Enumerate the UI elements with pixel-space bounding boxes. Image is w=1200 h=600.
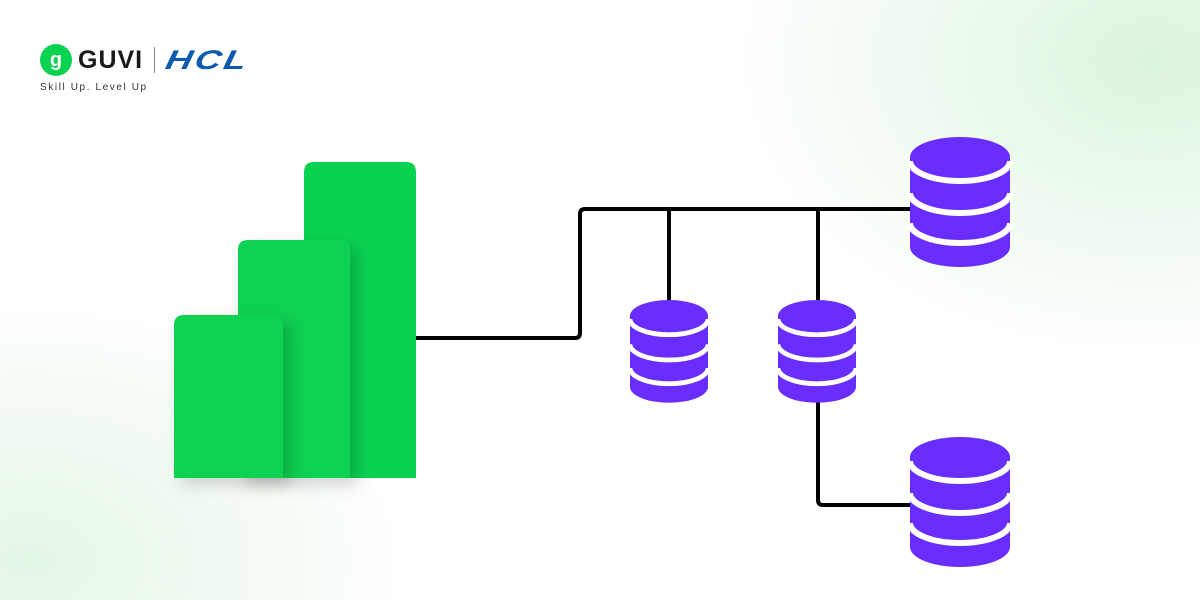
database-icon-small-2 xyxy=(778,300,856,403)
bar-short xyxy=(174,315,283,478)
database-icon-large-top xyxy=(910,137,1010,267)
guvi-wordmark: GUVI xyxy=(78,45,144,74)
guvi-logo-icon: g xyxy=(40,44,72,76)
power-bi-chart-icon xyxy=(174,162,416,478)
tagline: Skill Up. Level Up xyxy=(40,82,148,93)
logo: g GUVI HCL Skill Up. Level Up xyxy=(40,44,252,93)
database-icon-large-bottom xyxy=(910,437,1010,567)
logo-divider xyxy=(154,47,156,73)
connector-lines xyxy=(416,207,912,507)
database-icon-small-1 xyxy=(630,300,708,403)
